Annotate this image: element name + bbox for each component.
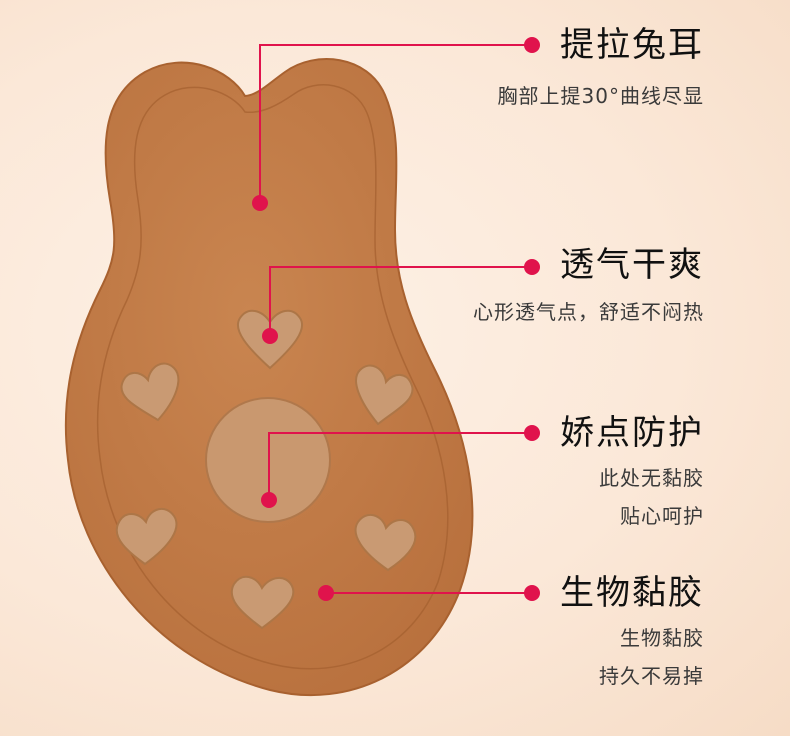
connector-center-vertical (268, 432, 270, 500)
heart-vent-bottom (230, 575, 295, 630)
dot-ears-anchor (252, 195, 268, 211)
callout-ears-desc: 胸部上提30°曲线尽显 (497, 84, 704, 108)
connector-vent-vertical (269, 266, 271, 338)
pad-inner-border (96, 84, 449, 670)
heart-vents (115, 309, 417, 630)
heart-vent-left-upper (120, 362, 180, 422)
callout-vent-desc: 心形透气点，舒适不闷热 (473, 300, 704, 324)
heart-vent-right-lower (354, 513, 417, 572)
callout-vent: 透气干爽 心形透气点，舒适不闷热 (473, 248, 704, 324)
callout-ears: 提拉兔耳 胸部上提30°曲线尽显 (498, 28, 704, 108)
callout-vent-title: 透气干爽 (560, 245, 704, 285)
callout-center-desc-2: 贴心呵护 (620, 504, 704, 528)
dot-center-anchor (261, 492, 277, 508)
callout-glue: 生物黏胶 生物黏胶 持久不易掉 (560, 576, 704, 688)
callout-glue-desc-2: 持久不易掉 (599, 664, 704, 688)
connector-ears-horizontal (259, 44, 531, 46)
dot-center-end (524, 425, 540, 441)
dot-glue-end (524, 585, 540, 601)
connector-glue-horizontal (325, 592, 531, 594)
callout-center-desc-1: 此处无黏胶 (599, 466, 704, 490)
callout-glue-title: 生物黏胶 (560, 573, 704, 613)
connector-vent-horizontal (269, 266, 531, 268)
dot-vent-end (524, 259, 540, 275)
callout-center-title: 娇点防护 (560, 413, 704, 453)
callout-ears-title: 提拉兔耳 (560, 25, 704, 65)
heart-vent-right-upper (355, 364, 414, 426)
callout-glue-desc-1: 生物黏胶 (620, 626, 704, 650)
dot-ears-end (524, 37, 540, 53)
callout-center: 娇点防护 此处无黏胶 贴心呵护 (560, 416, 704, 528)
connector-center-horizontal (268, 432, 531, 434)
connector-ears-vertical (259, 44, 261, 204)
dot-glue-anchor (318, 585, 334, 601)
dot-vent-anchor (262, 328, 278, 344)
heart-vent-left-lower (115, 507, 178, 566)
